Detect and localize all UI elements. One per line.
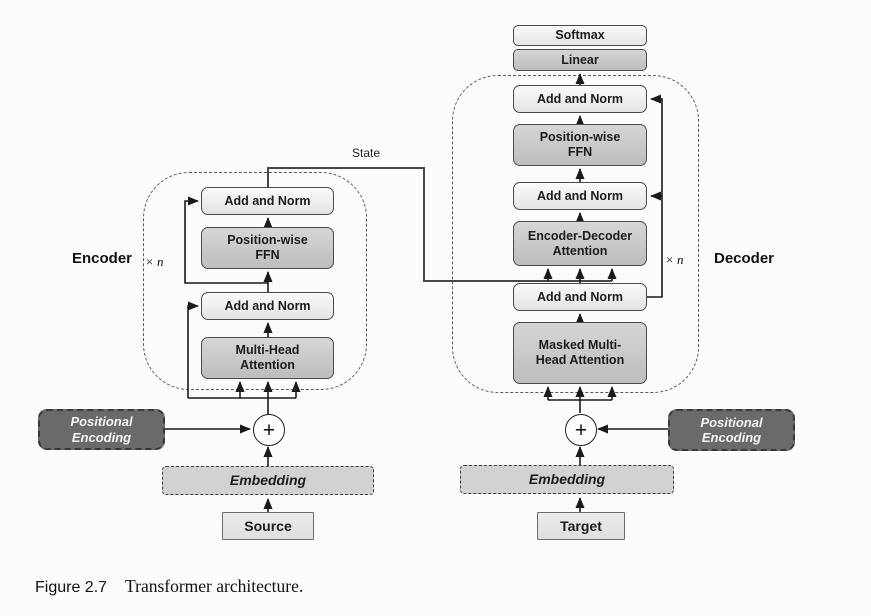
encoder-decoder-attention-block: Encoder-Decoder Attention xyxy=(513,221,647,266)
figure-caption: Figure 2.7 Transformer architecture. xyxy=(35,576,303,597)
decoder-embedding-block: Embedding xyxy=(460,465,674,494)
encoder-positional-add-node: + xyxy=(253,414,285,446)
target-input-block: Target xyxy=(537,512,625,540)
encoder-label: Encoder xyxy=(72,250,133,267)
figure-number: Figure 2.7 xyxy=(35,579,108,596)
decoder-add-norm-bottom-block: Add and Norm xyxy=(513,283,647,311)
source-input-block: Source xyxy=(222,512,314,540)
encoder-positional-encoding-block: Positional Encoding xyxy=(38,409,165,450)
encoder-add-norm-top-block: Add and Norm xyxy=(201,187,334,215)
state-line xyxy=(267,167,612,282)
encoder-add-norm-bottom-block: Add and Norm xyxy=(201,292,334,320)
encoder-multi-head-attention-block: Multi-Head Attention xyxy=(201,337,334,379)
encoder-dashed-boundary xyxy=(143,172,367,390)
decoder-positional-encoding-block: Positional Encoding xyxy=(668,409,795,451)
decoder-ffn-block: Position-wise FFN xyxy=(513,124,647,166)
decoder-repeat-label: × n xyxy=(665,252,684,267)
figure-caption-text: Transformer architecture. xyxy=(125,576,304,596)
state-label: State xyxy=(351,146,381,160)
encoder-repeat-label: × n xyxy=(145,254,164,269)
masked-multi-head-attention-block: Masked Multi-Head Attention xyxy=(513,322,647,384)
linear-block: Linear xyxy=(513,49,647,71)
decoder-positional-add-node: + xyxy=(565,414,597,446)
encoder-embedding-block: Embedding xyxy=(162,466,374,495)
decoder-add-norm-top-block: Add and Norm xyxy=(513,85,647,113)
encoder-ffn-block: Position-wise FFN xyxy=(201,227,334,269)
plus-icon: + xyxy=(574,418,588,442)
decoder-add-norm-mid-block: Add and Norm xyxy=(513,182,647,210)
decoder-label: Decoder xyxy=(714,250,775,267)
plus-icon: + xyxy=(262,418,276,442)
softmax-block: Softmax xyxy=(513,25,647,46)
